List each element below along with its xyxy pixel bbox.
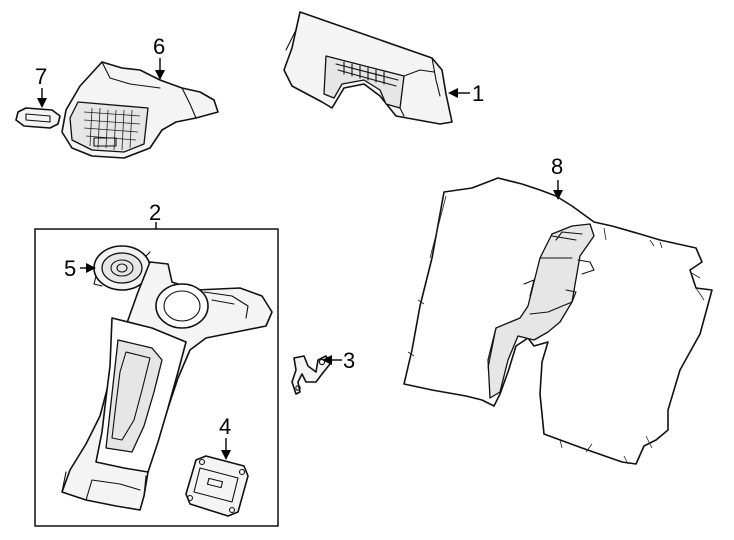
leader-7 — [37, 88, 47, 108]
part-8-floor-panel — [403, 177, 713, 465]
leader-6 — [155, 58, 165, 80]
part-2-center-console — [61, 261, 273, 511]
leader-1 — [448, 88, 470, 98]
part-3-bracket — [291, 355, 331, 395]
callout-8: 8 — [551, 154, 563, 179]
part-4-control-module — [185, 455, 249, 517]
callout-7: 7 — [35, 64, 47, 89]
callout-6: 6 — [153, 34, 165, 59]
leader-3 — [322, 355, 342, 365]
callout-2: 2 — [149, 200, 161, 225]
callout-5: 5 — [64, 256, 76, 281]
leader-4 — [221, 438, 231, 460]
part-1-dash-trim-panel — [283, 11, 453, 125]
callout-3: 3 — [343, 348, 355, 373]
leader-8 — [553, 180, 563, 200]
leader-5 — [80, 263, 96, 273]
callout-1: 1 — [472, 81, 484, 106]
part-7-small-trim-piece — [15, 107, 61, 129]
part-5-speaker — [93, 245, 151, 291]
callout-4: 4 — [219, 414, 231, 439]
part-6-cluster-bezel — [61, 61, 219, 159]
